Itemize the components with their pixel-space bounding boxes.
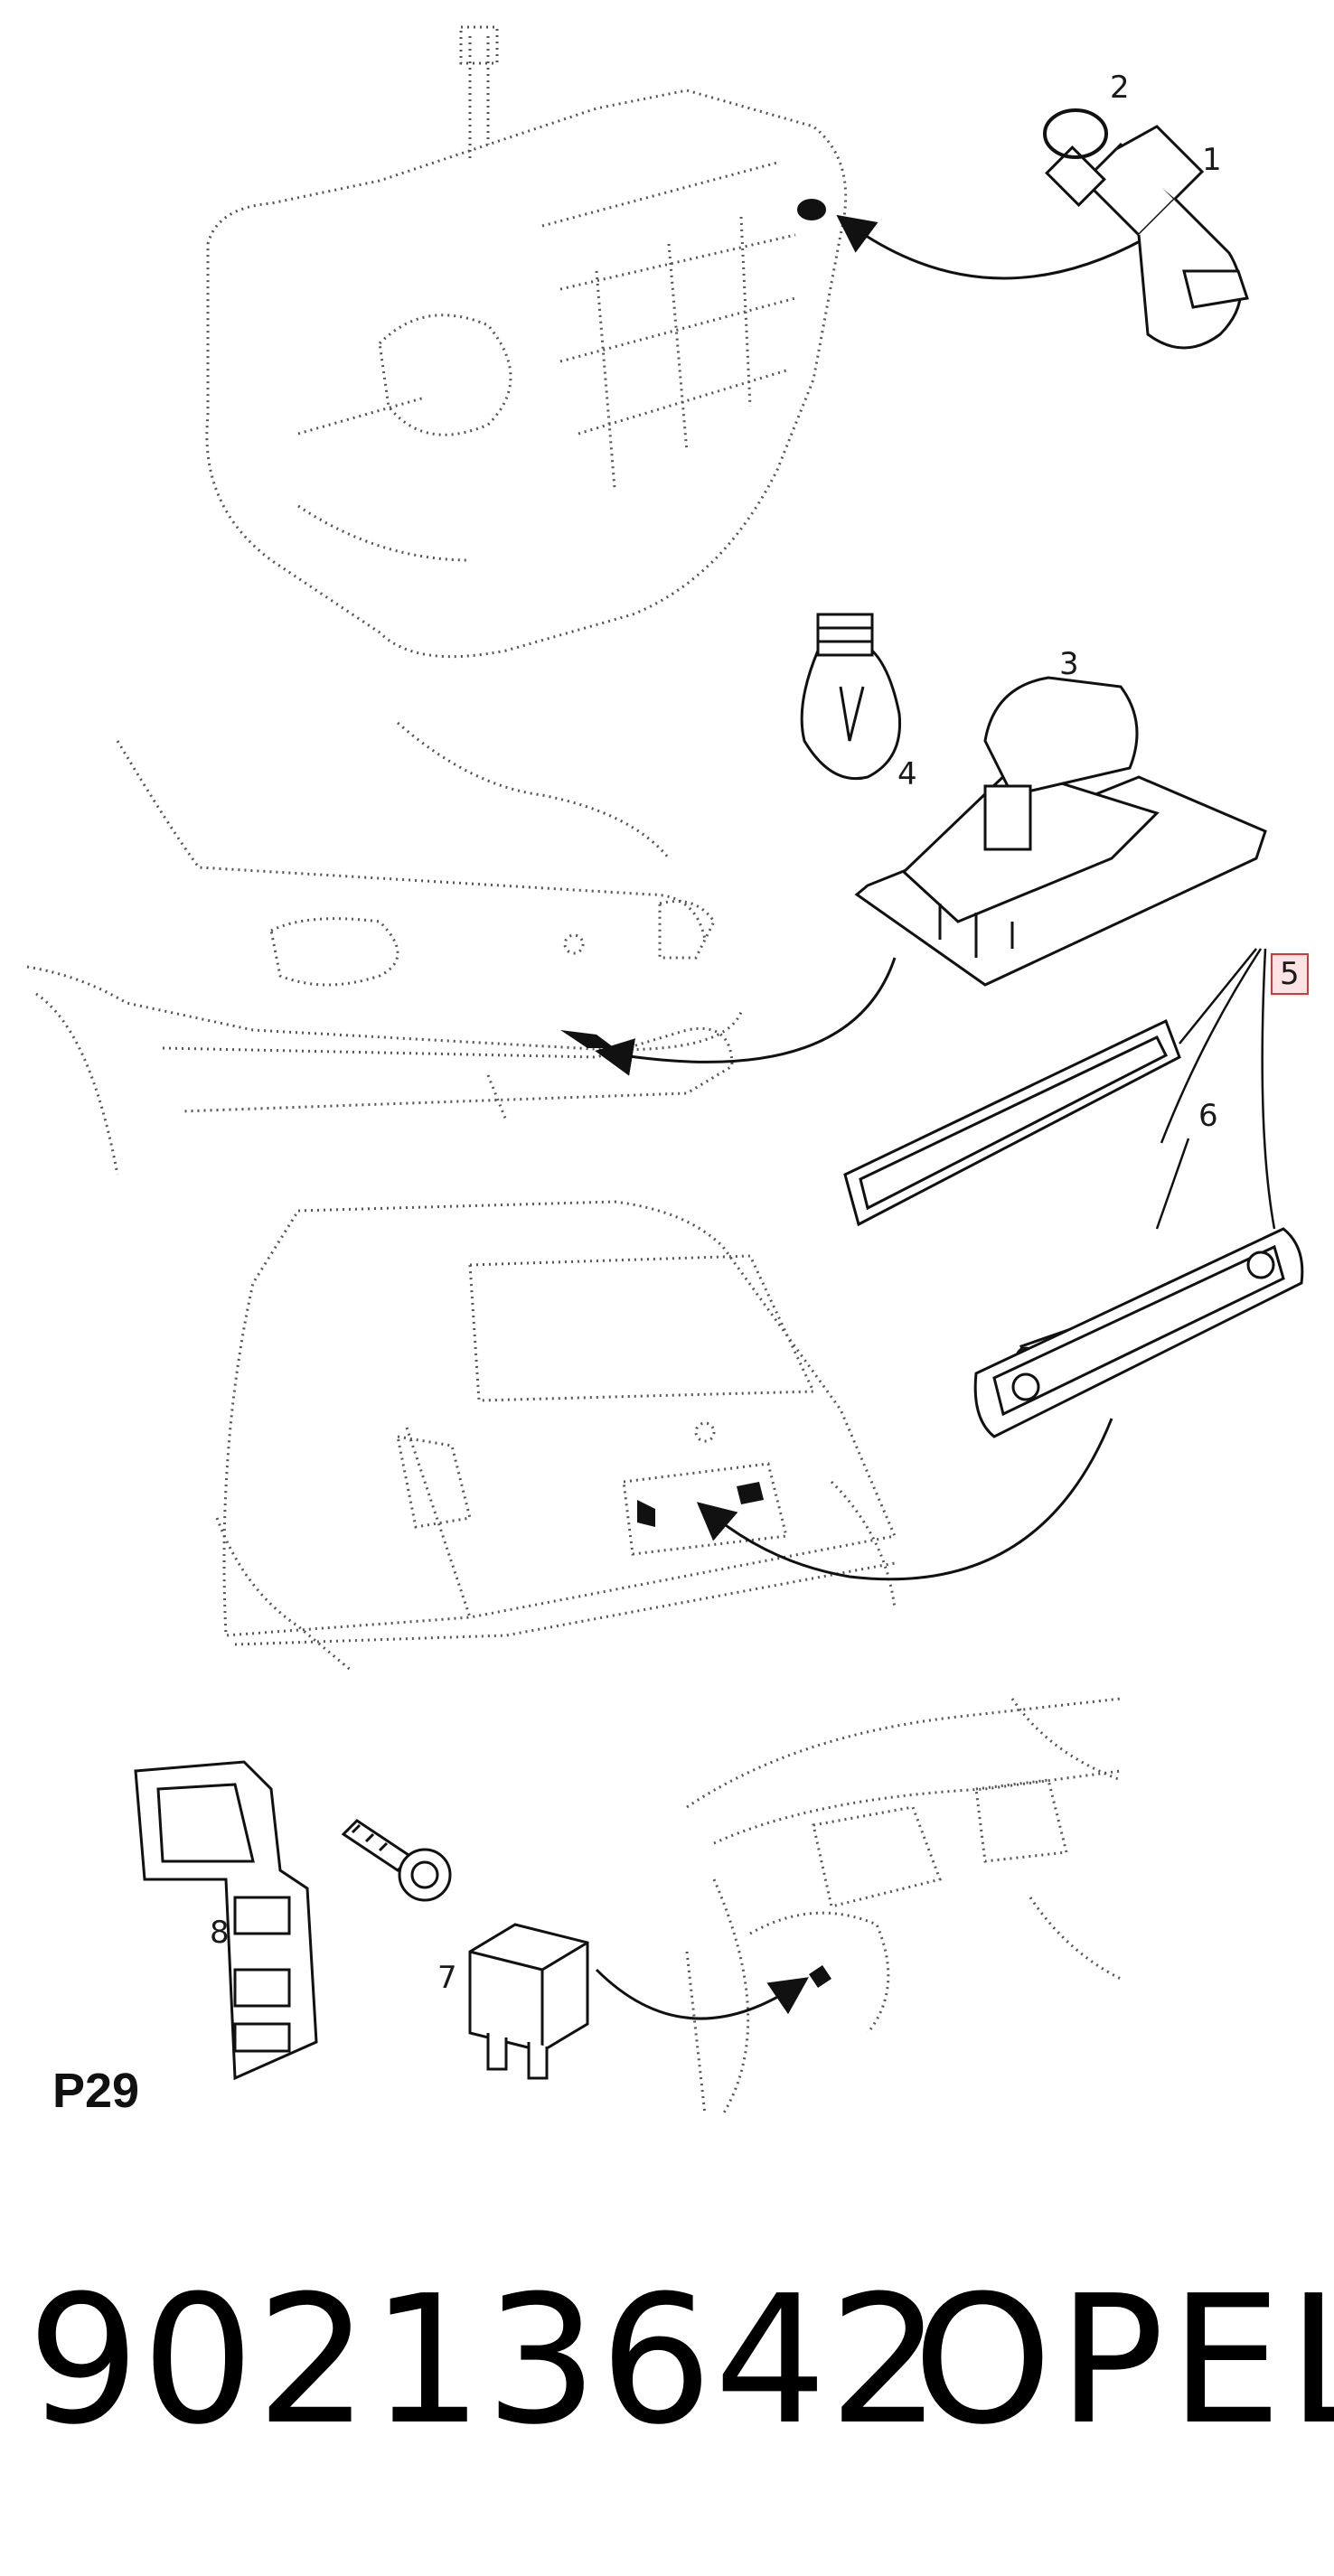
gearbox-illustration — [205, 25, 848, 659]
relay-bracket-icon — [134, 1760, 318, 2081]
arrow-plate-lamp — [696, 1418, 1113, 1581]
relay-icon — [468, 1923, 589, 2080]
callout-7: 7 — [437, 1960, 457, 1996]
callout-5: 5 — [1271, 953, 1309, 995]
relay-mount-point — [809, 1965, 831, 1988]
callout-8: 8 — [210, 1915, 230, 1951]
diagram-code: P29 — [52, 2064, 140, 2118]
estate-rear-illustration — [215, 1200, 897, 1673]
dashboard-illustration — [685, 1697, 1122, 2115]
callout-3: 3 — [1059, 646, 1079, 682]
plate-lamp-mount-points — [637, 1482, 764, 1527]
seal-ring-icon — [1043, 108, 1108, 159]
lamp-mount-point — [560, 1030, 615, 1048]
brand-name: OPEL — [913, 2258, 1334, 2464]
arrow-switch — [836, 214, 1144, 280]
callout-2: 2 — [1110, 70, 1130, 106]
leader-5-gasket — [1179, 948, 1257, 1044]
bulb-icon — [800, 613, 902, 781]
callout-4: 4 — [897, 756, 917, 792]
leader-5-lamp — [1261, 948, 1276, 1230]
switch-mount-point — [797, 199, 826, 220]
leader-6 — [1155, 1138, 1190, 1230]
leader-5-bulb — [1160, 948, 1263, 1144]
callout-1: 1 — [1202, 142, 1222, 178]
part-number: 90213642 — [27, 2258, 944, 2464]
sedan-rear-illustration — [26, 721, 743, 1176]
lamp-housing-icon — [854, 676, 1267, 987]
arrow-lamp-housing — [595, 957, 897, 1076]
number-plate-lamp-icon — [973, 1227, 1304, 1438]
callout-6: 6 — [1198, 1098, 1218, 1134]
screw-icon — [341, 1819, 452, 1902]
reversing-switch-icon — [1045, 125, 1249, 350]
arrow-relay — [595, 1968, 809, 2020]
lamp-gasket-icon — [843, 1018, 1181, 1227]
